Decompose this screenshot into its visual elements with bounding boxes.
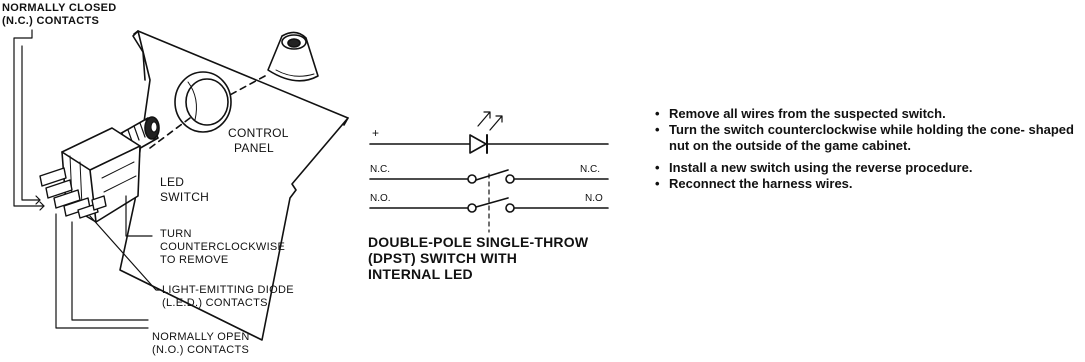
control-panel-label: CONTROL PANEL xyxy=(228,126,289,155)
led-switch-label: LED SWITCH xyxy=(160,175,210,204)
instruction-item: • Install a new switch using the reverse… xyxy=(655,160,973,175)
nc-contacts-label: NORMALLY CLOSED (N.C.) CONTACTS xyxy=(2,2,117,27)
nc-left-label: N.C. xyxy=(370,164,390,175)
plus-terminal-label: + xyxy=(372,126,380,140)
switch-contacts xyxy=(39,167,107,219)
no-right-label: N.O xyxy=(585,193,603,204)
leader-lines xyxy=(13,29,161,329)
dpst-schematic xyxy=(369,111,609,233)
no-contacts-label: NORMALLY OPEN (N.O.) CONTACTS xyxy=(152,331,250,356)
turn-counterclockwise-label: TURN COUNTERCLOCKWISE TO REMOVE xyxy=(160,228,286,266)
bullet-icon: • xyxy=(655,160,660,175)
instruction-item: • Remove all wires from the suspected sw… xyxy=(655,106,946,121)
instruction-list: • Remove all wires from the suspected sw… xyxy=(655,106,1080,192)
schematic-caption: DOUBLE-POLE SINGLE-THROW (DPST) SWITCH W… xyxy=(368,234,589,282)
led-contacts-label: LIGHT-EMITTING DIODE (L.E.D.) CONTACTS xyxy=(162,284,294,309)
assembly-dashed-line xyxy=(227,75,266,97)
instruction-item: • Reconnect the harness wires. xyxy=(655,176,853,191)
bullet-icon: • xyxy=(655,122,660,137)
cone-nut xyxy=(267,31,319,82)
instruction-item: • Turn the switch counterclockwise while… xyxy=(655,122,1074,153)
bullet-icon: • xyxy=(655,106,660,121)
no-left-label: N.O. xyxy=(370,193,391,204)
bullet-icon: • xyxy=(655,176,660,191)
nc-right-label: N.C. xyxy=(580,164,600,175)
